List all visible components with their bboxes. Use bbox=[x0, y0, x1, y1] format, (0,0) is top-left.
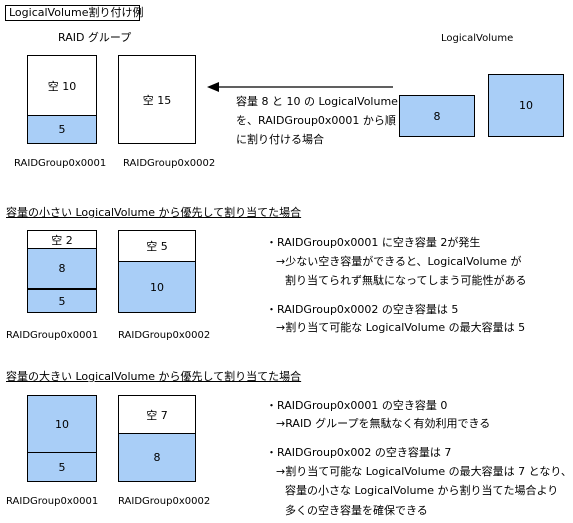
volume-size-label: 5 bbox=[58, 123, 66, 136]
volume-size-label: 8 bbox=[433, 109, 441, 123]
raid-group-name-1: RAIDGroup0x0001 bbox=[6, 330, 99, 341]
note-line: →RAID グループを無駄なく有効利用できる bbox=[276, 417, 491, 430]
logical-volume-large: 10 bbox=[488, 74, 564, 137]
raid-group-box-1: 空 10 5 bbox=[27, 55, 97, 144]
raid-group-name-2: RAIDGroup0x0002 bbox=[123, 158, 216, 169]
section-heading-small-first: 容量の小さい LogicalVolume から優先して割り当てた場合 bbox=[6, 206, 302, 219]
used-volume-segment: 10 bbox=[119, 261, 195, 312]
volume-size-label: 10 bbox=[55, 417, 69, 431]
description-line: に割り付ける場合 bbox=[236, 133, 324, 146]
raid-group-box-2: 空 7 8 bbox=[118, 395, 196, 482]
free-space-segment: 空 7 bbox=[119, 396, 195, 433]
note-line: 割り当てられず無駄になってしまう可能性がある bbox=[285, 274, 527, 287]
description-line: を、RAIDGroup0x0001 から順 bbox=[236, 114, 396, 127]
note-line: ・RAIDGroup0x0002 の空き容量は 5 bbox=[266, 303, 459, 316]
section-heading-large-first: 容量の大きい LogicalVolume から優先して割り当てた場合 bbox=[6, 370, 302, 383]
volume-size-label: 5 bbox=[58, 460, 66, 474]
volume-size-label: 8 bbox=[58, 262, 66, 275]
note-line: ・RAIDGroup0x0001 に空き容量 2が発生 bbox=[266, 236, 481, 249]
used-volume-segment: 10 bbox=[28, 396, 96, 452]
note-line: ・RAIDGroup0x002 の空き容量は 7 bbox=[266, 446, 452, 459]
free-space-label: 空 5 bbox=[146, 240, 168, 253]
logical-volume-header: LogicalVolume bbox=[441, 33, 514, 44]
used-volume-segment: 8 bbox=[119, 433, 195, 481]
raid-group-box-1: 空 2 8 5 bbox=[27, 230, 97, 313]
raid-group-name-2: RAIDGroup0x0002 bbox=[118, 330, 211, 341]
raid-group-name-1: RAIDGroup0x0001 bbox=[6, 496, 99, 507]
volume-size-label: 5 bbox=[58, 294, 66, 308]
raid-group-name-1: RAIDGroup0x0001 bbox=[14, 158, 107, 169]
volume-size-label: 8 bbox=[153, 451, 161, 464]
note-line: 容量の小さな LogicalVolume から割り当てた場合より bbox=[285, 484, 559, 497]
description-line: 容量 8 と 10 の LogicalVolume bbox=[236, 95, 398, 108]
used-volume-segment: 8 bbox=[28, 248, 96, 288]
raid-group-box-2: 空 15 bbox=[118, 55, 196, 144]
free-space-segment: 空 2 bbox=[28, 231, 96, 248]
free-space-segment: 空 5 bbox=[119, 231, 195, 261]
raid-group-box-2: 空 5 10 bbox=[118, 230, 196, 313]
note-line: →割り当て可能な LogicalVolume の最大容量は 7 となり、 bbox=[276, 465, 572, 478]
used-volume-segment: 5 bbox=[28, 288, 96, 312]
free-space-segment: 空 15 bbox=[119, 56, 195, 143]
note-line: →割り当て可能な LogicalVolume の最大容量は 5 bbox=[276, 321, 526, 334]
free-space-label: 空 15 bbox=[142, 93, 172, 107]
note-line: →少ない空き容量ができると、LogicalVolume が bbox=[276, 255, 522, 268]
raid-group-name-2: RAIDGroup0x0002 bbox=[118, 496, 211, 507]
volume-size-label: 10 bbox=[519, 99, 533, 112]
note-line: ・RAIDGroup0x0001 の空き容量 0 bbox=[266, 399, 448, 412]
free-space-label: 空 2 bbox=[51, 233, 73, 247]
note-line: 多くの空き容量を確保できる bbox=[285, 504, 428, 517]
allocation-arrow bbox=[207, 82, 393, 92]
used-volume-segment: 5 bbox=[28, 115, 96, 143]
logical-volume-small: 8 bbox=[399, 95, 475, 137]
figure-title: LogicalVolume割り付け例 bbox=[5, 5, 143, 21]
raid-group-header: RAID グループ bbox=[58, 31, 132, 44]
raid-group-box-1: 10 5 bbox=[27, 395, 97, 482]
used-volume-segment: 5 bbox=[28, 452, 96, 481]
free-space-label: 空 7 bbox=[146, 408, 168, 422]
free-space-label: 空 10 bbox=[47, 79, 77, 93]
free-space-segment: 空 10 bbox=[28, 56, 96, 115]
volume-size-label: 10 bbox=[150, 280, 164, 294]
